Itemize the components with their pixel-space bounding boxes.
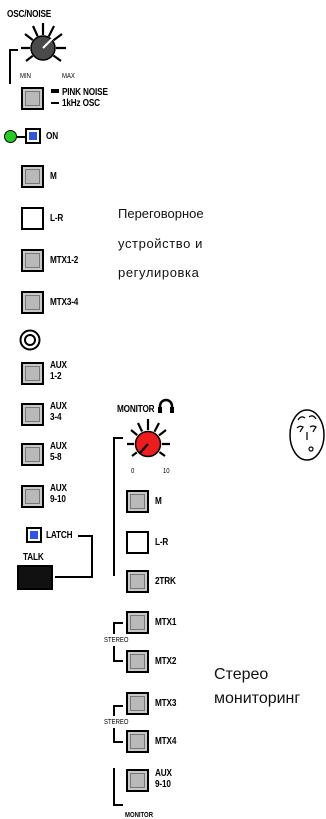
talkback-mic-connector-icon [19, 329, 41, 351]
monitor-m-label: M [155, 496, 162, 507]
osc-on-button[interactable] [25, 128, 41, 144]
talk-assign-lr-label: L-R [50, 213, 64, 224]
monitor-lr-label: L-R [155, 537, 169, 548]
monitor-mtx3-button[interactable] [126, 692, 149, 715]
osc-on-label: ON [46, 131, 58, 142]
osc-on-led [4, 130, 17, 143]
monitor-2trk-button[interactable] [126, 570, 149, 593]
osc-knob-max-label: MAX [62, 73, 75, 80]
monitor-mtx1-button[interactable] [126, 611, 149, 634]
latch-button-fill [30, 531, 38, 539]
talk-assign-aux910-button[interactable] [21, 485, 44, 508]
pink-noise-osc-button[interactable] [21, 87, 44, 110]
monitor-mtx2-button[interactable] [126, 650, 149, 673]
talk-assign-aux12-label-2: 1-2 [50, 371, 62, 382]
pink-noise-indicator [51, 89, 59, 93]
stereo-label-1: STEREO [104, 637, 129, 644]
talk-assign-m-label: M [50, 171, 57, 182]
monitor-mtx2-label: MTX2 [155, 656, 177, 667]
monitor-2trk-label: 2TRK [155, 576, 176, 587]
annotation-talkback-line-2: устройство и [118, 236, 204, 251]
osc-noise-title: OSC/NOISE [7, 9, 52, 20]
monitor-m-button[interactable] [126, 490, 149, 513]
talk-assign-aux34-label-1: AUX [50, 401, 67, 412]
monitor-aux910-button[interactable] [126, 769, 149, 792]
monitor-aux910-label-2: 9-10 [155, 779, 171, 790]
monitor-lr-button[interactable] [126, 531, 149, 554]
confused-face-icon [289, 409, 325, 461]
talk-assign-aux58-label-1: AUX [50, 441, 67, 452]
talk-assign-aux910-label-1: AUX [50, 483, 67, 494]
monitor-mtx3-label: MTX3 [155, 698, 177, 709]
annotation-talkback-line-1: Переговорное [118, 206, 204, 221]
monitor-title: MONITOR [117, 404, 155, 415]
talk-assign-aux34-label-2: 3-4 [50, 412, 62, 423]
talk-button[interactable] [17, 565, 53, 590]
osc-1khz-label: 1kHz OSC [62, 98, 100, 109]
talk-assign-aux12-button[interactable] [21, 362, 44, 385]
monitor-knob-max-label: 10 [163, 468, 170, 475]
talk-assign-aux12-label-1: AUX [50, 360, 67, 371]
talk-label: TALK [23, 552, 44, 563]
osc-knob[interactable] [0, 14, 110, 84]
latch-button[interactable] [26, 527, 42, 543]
osc-knob-min-label: MIN [20, 73, 31, 80]
monitor-knob-min-label: 0 [131, 468, 135, 475]
talk-assign-aux58-button[interactable] [21, 443, 44, 466]
monitor-mtx1-label: MTX1 [155, 617, 177, 628]
monitor-mtx4-button[interactable] [126, 730, 149, 753]
osc-1khz-indicator [51, 102, 59, 104]
annotation-stereo-line-1: Стерео [214, 666, 269, 683]
osc-on-button-fill [29, 132, 37, 140]
pink-noise-label: PINK NOISE [62, 87, 108, 98]
annotation-talkback-line-3: регулировка [118, 265, 200, 280]
talk-assign-mtx12-label: MTX1-2 [50, 255, 79, 266]
monitor-knob[interactable] [105, 412, 180, 477]
talk-assign-aux910-label-2: 9-10 [50, 494, 66, 505]
latch-label: LATCH [46, 530, 73, 541]
talk-assign-aux34-button[interactable] [21, 403, 44, 426]
talk-assign-m-button[interactable] [21, 165, 44, 188]
monitor-footer-label: MONITOR [125, 812, 153, 819]
monitor-mtx4-label: MTX4 [155, 736, 177, 747]
talk-assign-aux58-label-2: 5-8 [50, 452, 62, 463]
talk-assign-mtx12-button[interactable] [21, 249, 44, 272]
talk-assign-lr-button[interactable] [21, 207, 44, 230]
monitor-aux910-label-1: AUX [155, 768, 172, 779]
headphones-icon [158, 398, 174, 413]
talk-assign-mtx34-label: MTX3-4 [50, 297, 79, 308]
annotation-stereo-line-2: мониторинг [214, 690, 301, 707]
stereo-label-2: STEREO [104, 719, 129, 726]
talk-assign-mtx34-button[interactable] [21, 291, 44, 314]
